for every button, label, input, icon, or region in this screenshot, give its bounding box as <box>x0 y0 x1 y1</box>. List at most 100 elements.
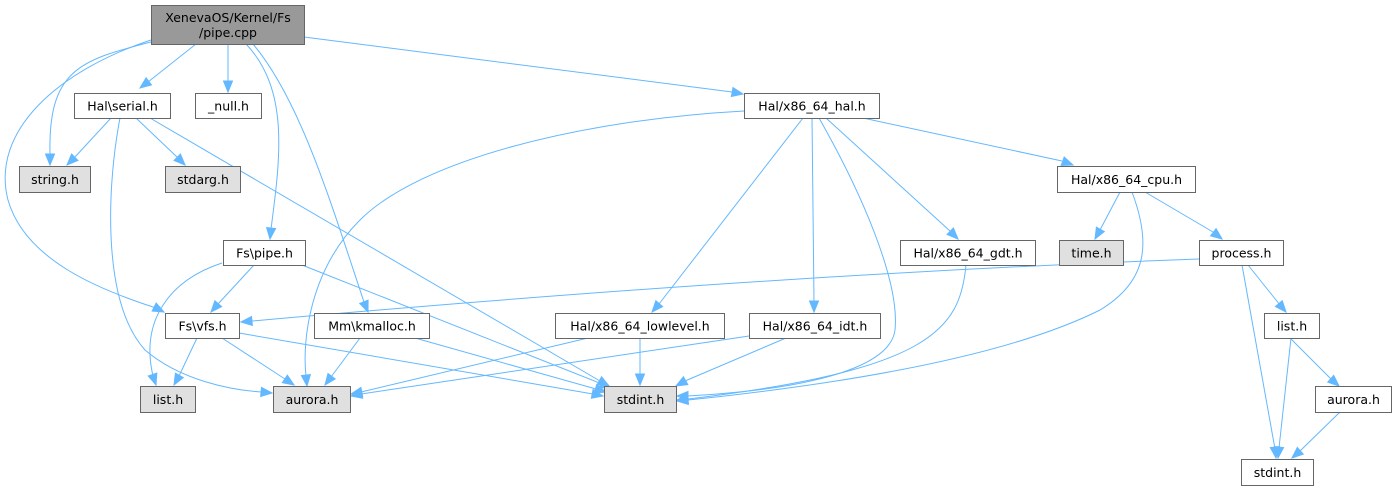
node-x86-64-cpu[interactable]: Hal/x86_64_cpu.h <box>1057 166 1196 193</box>
edge-mm-kmalloc-to-aurora-h-c <box>324 337 361 387</box>
edge-fs-pipe-to-fs-vfs <box>210 264 255 313</box>
edge-x86-64-hal-to-stdint-h-c <box>675 117 896 402</box>
arrowhead-icon <box>138 76 153 89</box>
node-label: stdint.h <box>617 392 665 407</box>
node-string-h: string.h <box>19 166 91 193</box>
arrowhead-icon <box>674 375 689 387</box>
node-root[interactable]: XenevaOS/Kernel/Fs/pipe.cpp <box>151 5 305 45</box>
edge-line <box>684 337 787 382</box>
edge-line <box>238 332 594 395</box>
edge-hal-serial-to-stdarg-h <box>135 117 186 166</box>
edge-x86-64-hal-to-aurora-h-c <box>300 110 745 388</box>
edge-line <box>1099 191 1121 231</box>
node-box <box>749 313 881 339</box>
node-x86-64-lowlevel[interactable]: Hal/x86_64_lowlevel.h <box>555 313 725 339</box>
arrowhead-icon <box>634 373 646 387</box>
edge-line <box>658 117 804 305</box>
node-x86-64-idt[interactable]: Hal/x86_64_idt.h <box>749 313 881 339</box>
node-box <box>1059 240 1124 266</box>
node-time-h: time.h <box>1059 240 1124 266</box>
arrowhead-icon <box>1209 227 1224 240</box>
edge-x86-64-hal-to-x86-64-cpu <box>862 117 1075 166</box>
edge-line <box>221 337 286 380</box>
arrowhead-icon <box>808 300 820 314</box>
edge-line <box>303 36 733 93</box>
edge-hal-serial-to-aurora-h-c <box>110 117 274 398</box>
node-label: Fs\pipe.h <box>236 246 293 261</box>
arrowhead-icon <box>222 80 234 94</box>
edge-fs-pipe-to-stdint-h-c <box>301 264 613 389</box>
arrowhead-icon <box>44 153 56 167</box>
node-stdint-h-r[interactable]: stdint.h <box>1241 459 1314 486</box>
edge-fs-pipe-to-list-h-l <box>147 262 223 387</box>
edge-aurora-h-r-to-stdint-h-r <box>1291 411 1341 459</box>
node-x86-64-gdt[interactable]: Hal/x86_64_gdt.h <box>900 240 1036 266</box>
edge-line <box>414 337 597 390</box>
edge-line <box>811 117 815 303</box>
arrowhead-icon <box>300 374 312 388</box>
node-aurora-h-r[interactable]: aurora.h <box>1315 386 1392 413</box>
node-label: process.h <box>1212 246 1272 261</box>
node-box <box>1264 313 1320 339</box>
node-label: time.h <box>1071 246 1111 261</box>
node-fs-vfs[interactable]: Fs\vfs.h <box>165 313 240 339</box>
node-stdarg-h: stdarg.h <box>165 166 241 193</box>
arrowhead-icon <box>1273 446 1285 460</box>
arrowhead-icon <box>281 374 296 386</box>
arrowhead-icon <box>651 299 664 313</box>
edge-process-h-to-list-h-r <box>1247 264 1287 314</box>
node-mm-kmalloc[interactable]: Mm\kmalloc.h <box>314 313 430 339</box>
node-box <box>165 166 241 193</box>
arrowhead-icon <box>1274 299 1287 314</box>
node-null-h[interactable]: _null.h <box>195 93 262 119</box>
node-box <box>273 386 351 413</box>
edge-line <box>110 117 263 393</box>
arrowhead-icon <box>593 383 608 394</box>
edge-fs-vfs-to-list-h-l <box>173 337 198 387</box>
node-label: stdarg.h <box>177 172 229 187</box>
node-box <box>1057 166 1196 193</box>
node-label: aurora.h <box>286 392 339 407</box>
node-label: aurora.h <box>1327 392 1380 407</box>
edge-x86-64-hal-to-x86-64-gdt <box>825 117 959 240</box>
arrowhead-icon <box>946 227 959 240</box>
edge-root-to-null-h <box>222 44 234 94</box>
node-box <box>604 386 677 413</box>
arrowhead-icon <box>66 153 79 166</box>
edge-line <box>301 264 603 385</box>
edge-line <box>217 264 255 305</box>
arrowhead-icon <box>349 388 364 399</box>
edge-line <box>74 117 112 158</box>
node-aurora-h-c: aurora.h <box>273 386 351 413</box>
edge-line <box>4 39 157 309</box>
arrowhead-icon <box>730 86 745 98</box>
edge-x86-64-hal-to-x86-64-idt <box>808 117 820 314</box>
edge-line <box>135 117 178 158</box>
node-hal-serial[interactable]: Hal\serial.h <box>74 93 171 119</box>
node-label: list.h <box>153 392 183 407</box>
arrowhead-icon <box>324 372 337 387</box>
arrowhead-icon <box>675 393 689 405</box>
node-process-h[interactable]: process.h <box>1199 240 1284 266</box>
edge-x86-64-hal-to-x86-64-lowlevel <box>651 117 804 313</box>
edge-root-to-mm-kmalloc <box>252 43 369 314</box>
node-box <box>140 386 196 413</box>
node-box <box>223 240 306 266</box>
edge-x86-64-gdt-to-stdint-h-c <box>675 264 967 405</box>
arrowhead-icon <box>265 227 277 241</box>
arrowhead-icon <box>1060 156 1075 166</box>
arrowhead-icon <box>151 302 166 313</box>
node-list-h-l: list.h <box>140 386 196 413</box>
node-fs-pipe[interactable]: Fs\pipe.h <box>223 240 306 266</box>
node-label: Hal/x86_64_idt.h <box>763 319 868 334</box>
edge-line <box>147 43 197 83</box>
arrowhead-icon <box>1291 446 1305 459</box>
node-x86-64-hal[interactable]: Hal/x86_64_hal.h <box>744 93 880 119</box>
node-stdint-h-c: stdint.h <box>604 386 677 413</box>
edge-x86-64-cpu-to-time-h <box>1094 191 1121 241</box>
edge-line <box>149 262 223 377</box>
edge-x86-64-idt-to-stdint-h-c <box>674 337 787 387</box>
node-list-h-r[interactable]: list.h <box>1264 313 1320 339</box>
edge-line <box>304 110 745 377</box>
